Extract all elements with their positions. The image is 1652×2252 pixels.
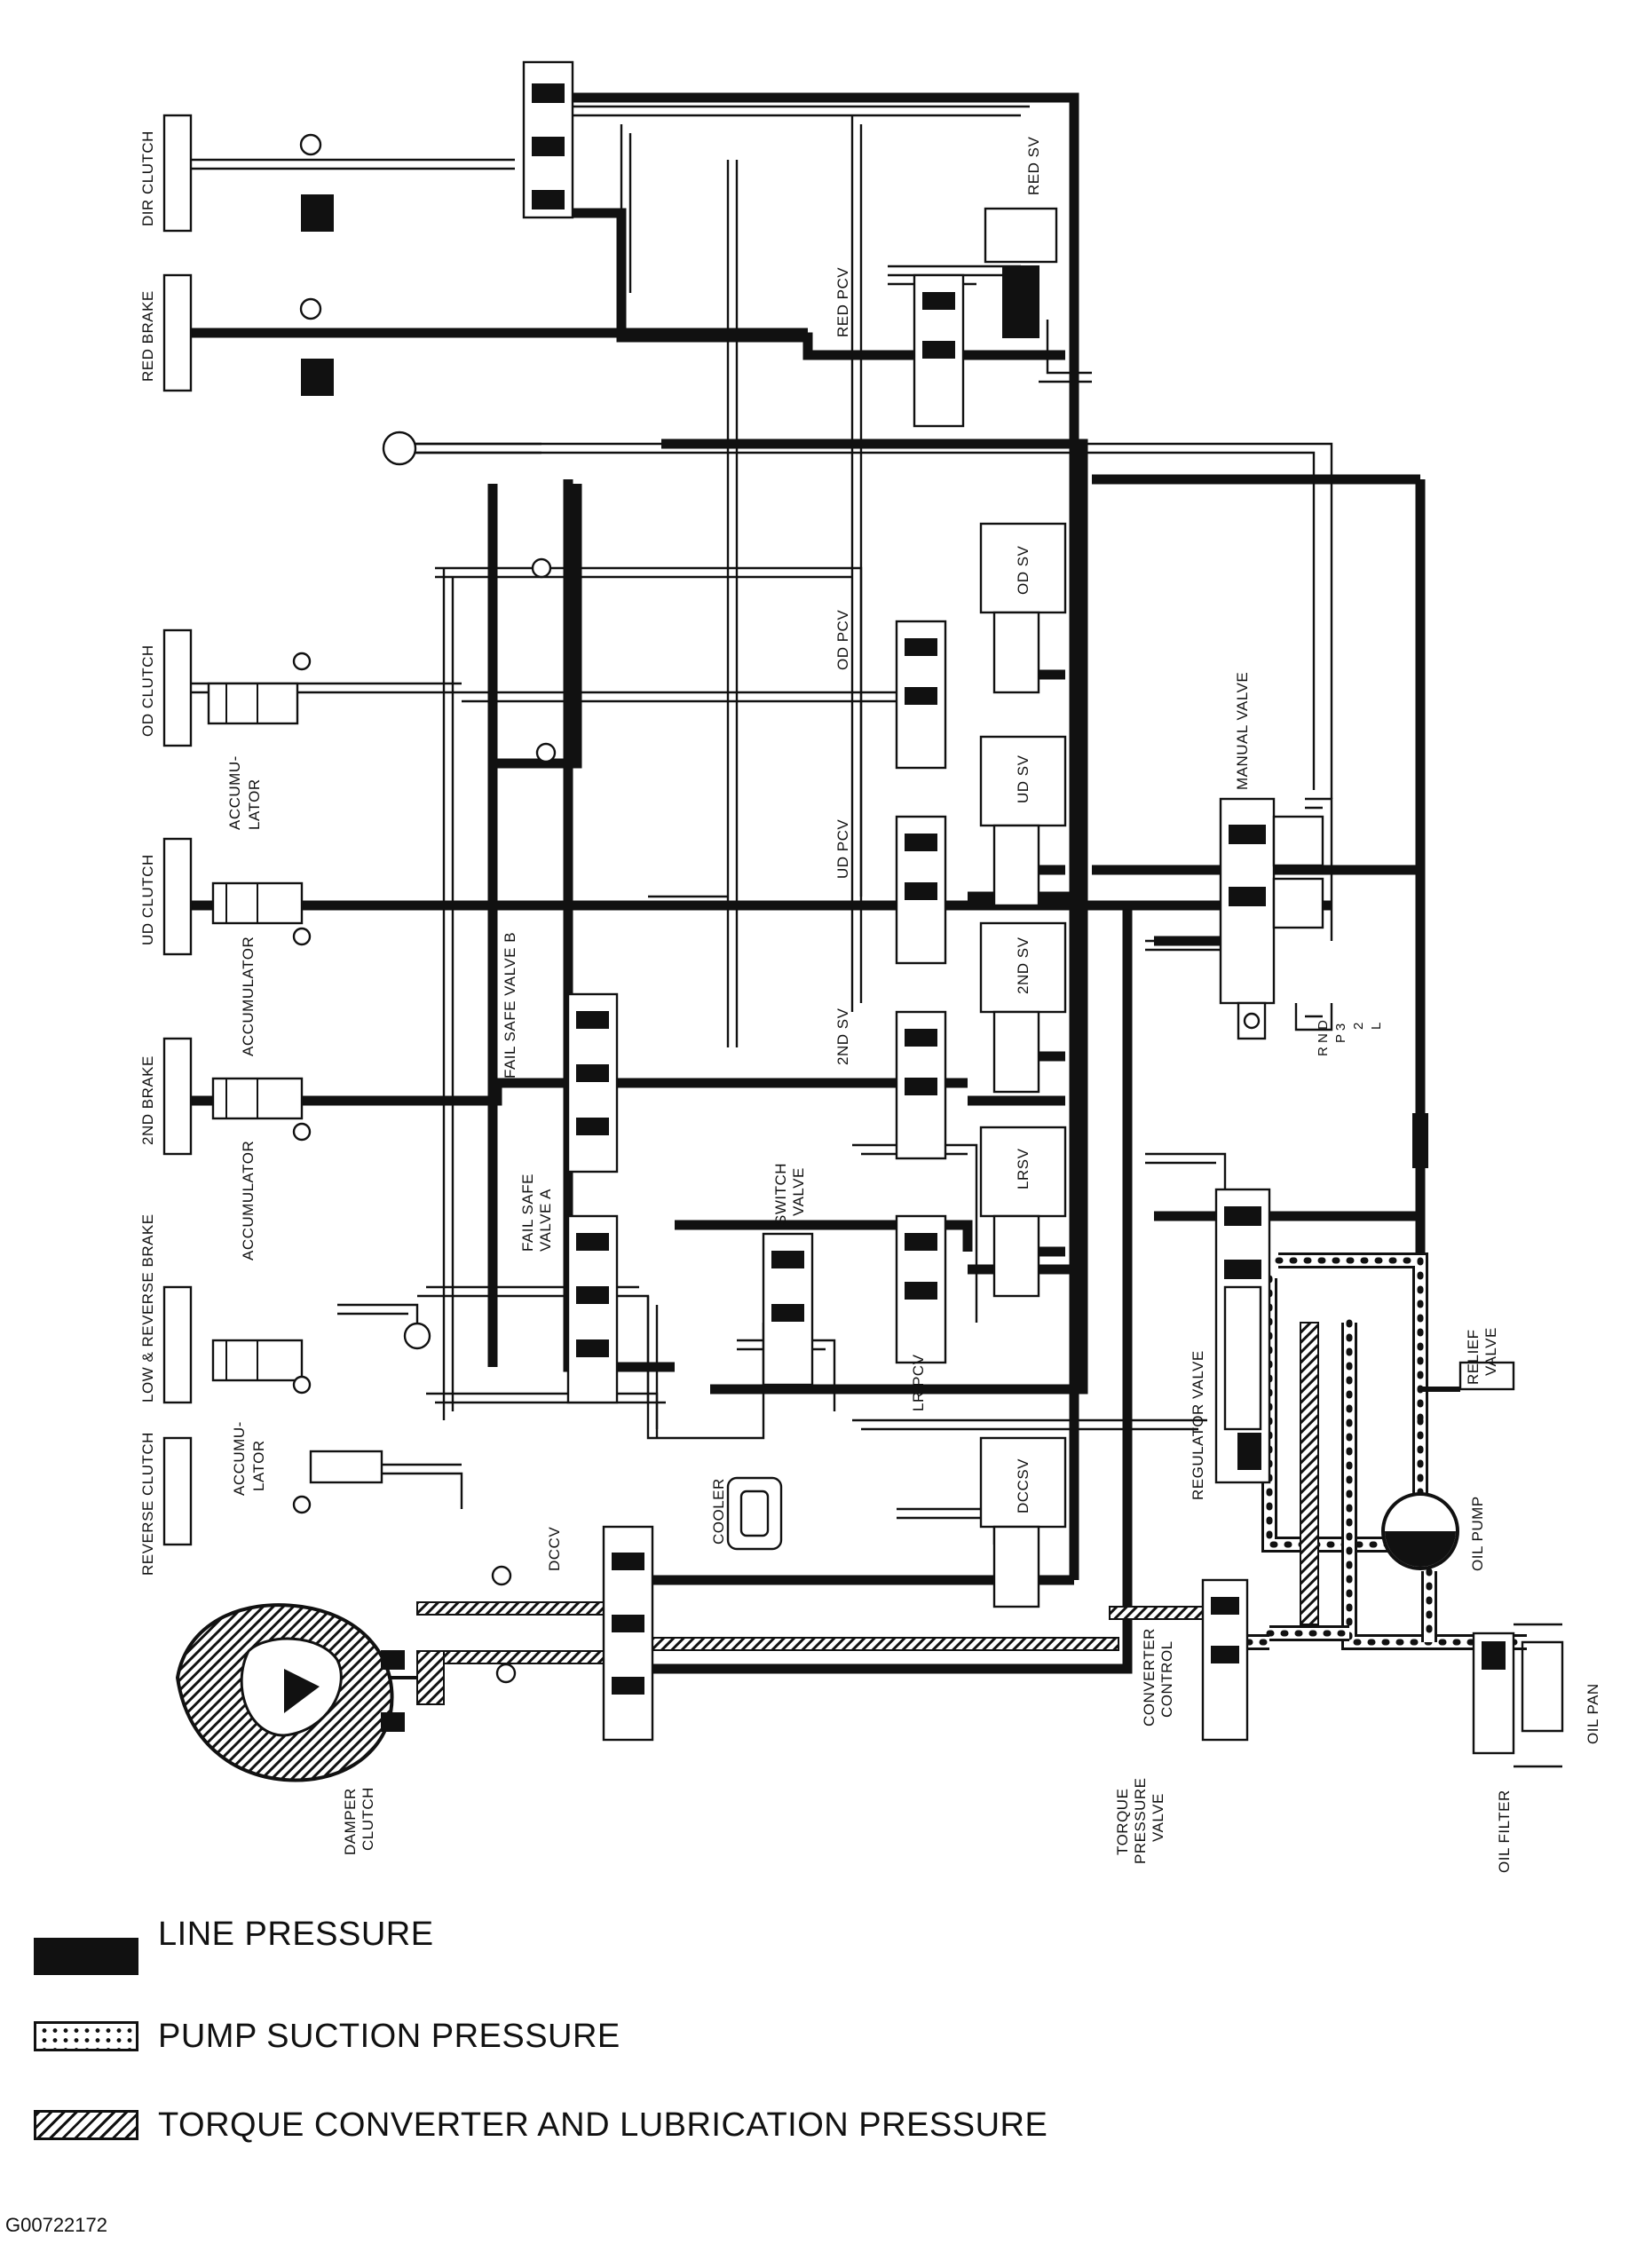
label-od-clutch: OD CLUTCH bbox=[139, 644, 156, 737]
label-ud-pcv: UD PCV bbox=[834, 819, 851, 879]
label-range-2: P 3 bbox=[1333, 1023, 1348, 1043]
label-lr-pcv: LR PCV bbox=[910, 1354, 927, 1411]
label-oil-pan: OIL PAN bbox=[1585, 1683, 1601, 1744]
label-od-sv: OD SV bbox=[1015, 545, 1032, 595]
label-red-sv: RED SV bbox=[1025, 137, 1042, 195]
label-red-pcv: RED PCV bbox=[834, 267, 851, 337]
thin-pressure-lines bbox=[191, 96, 1333, 1545]
component-labels: DIR CLUTCH RED BRAKE RED SV RED PCV OD C… bbox=[139, 130, 1601, 1873]
label-reverse-clutch: REVERSE CLUTCH bbox=[139, 1432, 156, 1576]
legend-pump-suction-label: PUMP SUCTION PRESSURE bbox=[158, 2017, 620, 2055]
figure-code: G00722172 bbox=[5, 2214, 107, 2236]
label-2nd-brake: 2ND BRAKE bbox=[139, 1055, 156, 1145]
label-fail-safe-a-2: VALVE A bbox=[537, 1189, 554, 1252]
label-red-brake: RED BRAKE bbox=[139, 290, 156, 382]
torque-converter bbox=[175, 1565, 517, 1782]
clutch-brake-blocks bbox=[162, 114, 193, 1546]
label-accumulator-4b: LATOR bbox=[250, 1440, 267, 1491]
label-damper-2: CLUTCH bbox=[360, 1787, 376, 1851]
label-oil-filter: OIL FILTER bbox=[1496, 1790, 1513, 1873]
label-relief-2: VALVE bbox=[1482, 1327, 1499, 1376]
legend-torque-converter: TORQUE CONVERTER AND LUBRICATION PRESSUR… bbox=[34, 2104, 1047, 2146]
label-range-3: 2 bbox=[1351, 1023, 1366, 1030]
label-torque-1: TORQUE bbox=[1114, 1789, 1131, 1855]
label-lrsv: LRSV bbox=[1015, 1148, 1032, 1189]
range-selector-symbol bbox=[1294, 1003, 1333, 1031]
accumulators bbox=[207, 133, 557, 1514]
label-ud-clutch: UD CLUTCH bbox=[139, 854, 156, 945]
label-accumulator-4a: ACCUMU- bbox=[231, 1421, 248, 1496]
label-dccsv: DCCSV bbox=[1015, 1458, 1032, 1513]
legend-pump-suction: PUMP SUCTION PRESSURE bbox=[34, 2015, 620, 2058]
spool-valves bbox=[522, 60, 1324, 1742]
label-range-4: L bbox=[1369, 1023, 1384, 1030]
hydraulic-circuit-diagram: DIR CLUTCH RED BRAKE RED SV RED PCV OD C… bbox=[139, 60, 1601, 1873]
label-2nd-sv: 2ND SV bbox=[1015, 936, 1032, 994]
label-fail-safe-a-1: FAIL SAFE bbox=[519, 1173, 536, 1252]
pump-and-filter bbox=[1381, 1113, 1564, 1768]
label-switch-valve-2: VALVE bbox=[790, 1167, 807, 1216]
legend-line-pressure: LINE PRESSURE bbox=[34, 1916, 434, 1975]
torque-lubrication-lines bbox=[416, 1322, 1319, 1705]
pump-suction-lines bbox=[1230, 1252, 1530, 1650]
label-torque-2: PRESSURE bbox=[1132, 1777, 1149, 1864]
label-reverse-brake: LOW & REVERSE BRAKE bbox=[139, 1213, 156, 1403]
label-torque-3: VALVE bbox=[1150, 1793, 1166, 1842]
label-range-1: R N D bbox=[1316, 1020, 1331, 1056]
label-dccv: DCCV bbox=[546, 1527, 563, 1571]
label-oil-pump: OIL PUMP bbox=[1469, 1496, 1486, 1571]
label-relief-1: RELIEF bbox=[1465, 1329, 1482, 1385]
label-converter-2: CONTROL bbox=[1158, 1640, 1175, 1718]
line-pressure-swatch bbox=[34, 1938, 138, 1975]
label-switch-valve-1: SWITCH bbox=[772, 1163, 789, 1225]
legend-line-pressure-label: LINE PRESSURE bbox=[158, 1915, 434, 1953]
label-od-pcv: OD PCV bbox=[834, 610, 851, 670]
label-damper-1: DAMPER bbox=[342, 1788, 359, 1855]
legend-torque-converter-label: TORQUE CONVERTER AND LUBRICATION PRESSUR… bbox=[158, 2106, 1048, 2144]
label-accumulator-3: ACCUMULATOR bbox=[240, 1141, 257, 1260]
label-manual-valve: MANUAL VALVE bbox=[1234, 672, 1251, 790]
label-fail-safe-b: FAIL SAFE VALVE B bbox=[502, 932, 518, 1079]
label-regulator-valve: REGULATOR VALVE bbox=[1190, 1350, 1206, 1500]
label-accumulator-1a: ACCUMU- bbox=[226, 755, 243, 830]
label-accumulator-2: ACCUMULATOR bbox=[240, 936, 257, 1056]
label-converter-1: CONVERTER bbox=[1141, 1628, 1158, 1727]
label-2nd-sv-pcv: 2ND SV bbox=[834, 1007, 851, 1065]
torque-lubrication-swatch bbox=[34, 2110, 138, 2140]
label-cooler: COOLER bbox=[710, 1478, 727, 1545]
pump-suction-swatch bbox=[34, 2021, 138, 2051]
cooler bbox=[726, 1476, 783, 1551]
label-dir-clutch: DIR CLUTCH bbox=[139, 130, 156, 226]
label-ud-sv: UD SV bbox=[1015, 755, 1032, 803]
label-accumulator-1b: LATOR bbox=[246, 778, 263, 830]
